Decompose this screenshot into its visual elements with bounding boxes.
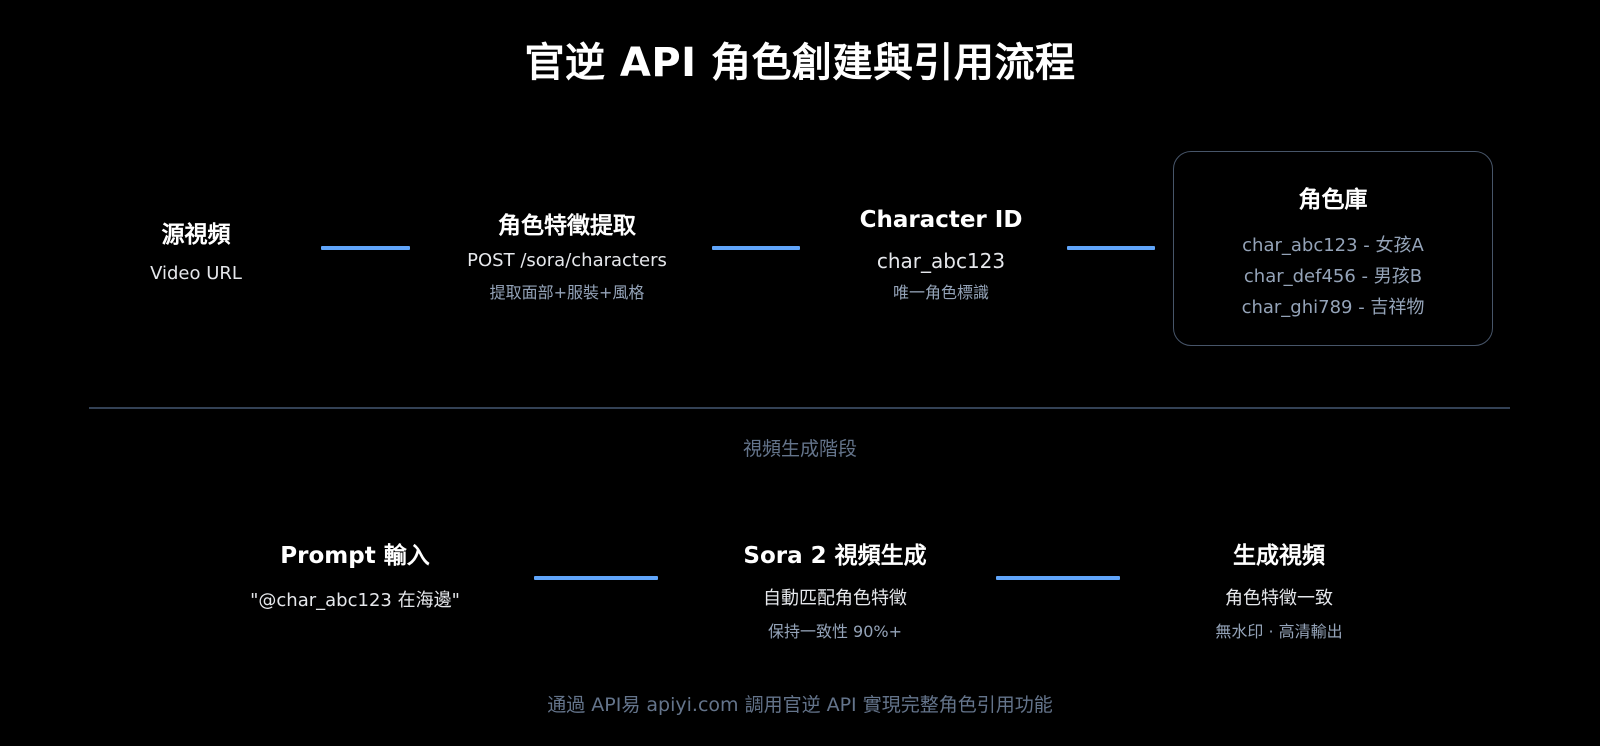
character-library-box: 角色庫 char_abc123 - 女孩A char_def456 - 男孩B … (1173, 151, 1493, 346)
connector-line (712, 246, 800, 250)
node-note: 保持一致性 90%+ (767, 622, 903, 641)
stage-divider (89, 407, 1510, 409)
node-title: 生成視頻 (1232, 543, 1325, 569)
node-title: Sora 2 視頻生成 (743, 543, 927, 569)
node-subtitle: 自動匹配角色特徵 (763, 588, 907, 609)
connector-line (1067, 246, 1155, 250)
node-character-id: Character ID char_abc123 唯一角色標識 (860, 207, 1023, 303)
node-note: 提取面部+服裝+風格 (489, 283, 645, 302)
node-title: 角色特徵提取 (498, 213, 636, 239)
connector-line (534, 576, 658, 580)
node-note: 唯一角色標識 (892, 283, 989, 302)
library-title: 角色庫 (1298, 187, 1368, 213)
node-title: Character ID (859, 207, 1023, 233)
library-list: char_abc123 - 女孩A char_def456 - 男孩B char… (1174, 230, 1492, 323)
connector-line (996, 576, 1120, 580)
node-subtitle: Video URL (150, 263, 242, 284)
node-output-video: 生成視頻 角色特徵一致 無水印 · 高清輸出 (1215, 536, 1342, 642)
footer-caption: 通過 API易 apiyi.com 調用官逆 API 實現完整角色引用功能 (547, 694, 1053, 716)
node-subtitle: char_abc123 (876, 249, 1006, 273)
library-item: char_ghi789 - 吉祥物 (1241, 297, 1425, 318)
connector-line (321, 246, 410, 250)
node-source-video: 源視頻 Video URL (150, 215, 242, 284)
node-feature-extraction: 角色特徵提取 POST /sora/characters 提取面部+服裝+風格 (467, 206, 667, 303)
node-subtitle: "@char_abc123 在海邊" (250, 590, 460, 611)
library-item: char_def456 - 男孩B (1243, 266, 1423, 287)
phase-label: 視頻生成階段 (742, 438, 857, 460)
node-title: 源視頻 (161, 222, 231, 248)
node-prompt-input: Prompt 輸入 "@char_abc123 在海邊" (250, 536, 460, 612)
node-title: Prompt 輸入 (280, 543, 430, 569)
node-subtitle: 角色特徵一致 (1224, 588, 1333, 609)
node-note: 無水印 · 高清輸出 (1215, 622, 1343, 641)
library-item: char_abc123 - 女孩A (1242, 235, 1424, 256)
node-sora-generation: Sora 2 視頻生成 自動匹配角色特徵 保持一致性 90%+ (743, 536, 926, 642)
node-subtitle: POST /sora/characters (467, 250, 667, 271)
diagram-title: 官逆 API 角色創建與引用流程 (524, 40, 1076, 86)
